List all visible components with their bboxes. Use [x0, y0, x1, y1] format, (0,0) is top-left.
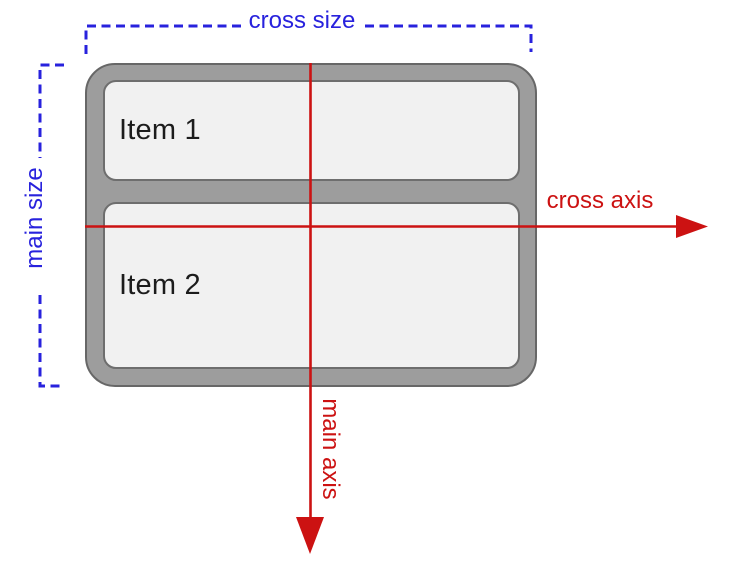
- cross-axis-label: cross axis: [546, 187, 654, 214]
- main-size-bracket-bottom: [38, 295, 64, 388]
- cross-axis-arrowhead: [676, 215, 708, 238]
- cross-size-label: cross size: [248, 7, 356, 34]
- cross-size-bracket-left: [84, 24, 245, 54]
- main-axis-arrowhead: [296, 517, 324, 554]
- flex-item-2-label: Item 2: [119, 269, 201, 301]
- cross-size-bracket-right: [365, 24, 533, 52]
- main-size-bracket-top: [38, 63, 64, 158]
- main-size-label: main size: [21, 167, 48, 269]
- flex-container-box: Item 1 Item 2: [85, 63, 537, 387]
- flex-item-1: Item 1: [103, 80, 520, 181]
- flex-item-1-label: Item 1: [119, 114, 201, 146]
- main-axis-label: main axis: [317, 398, 344, 500]
- flex-item-2: Item 2: [103, 202, 520, 369]
